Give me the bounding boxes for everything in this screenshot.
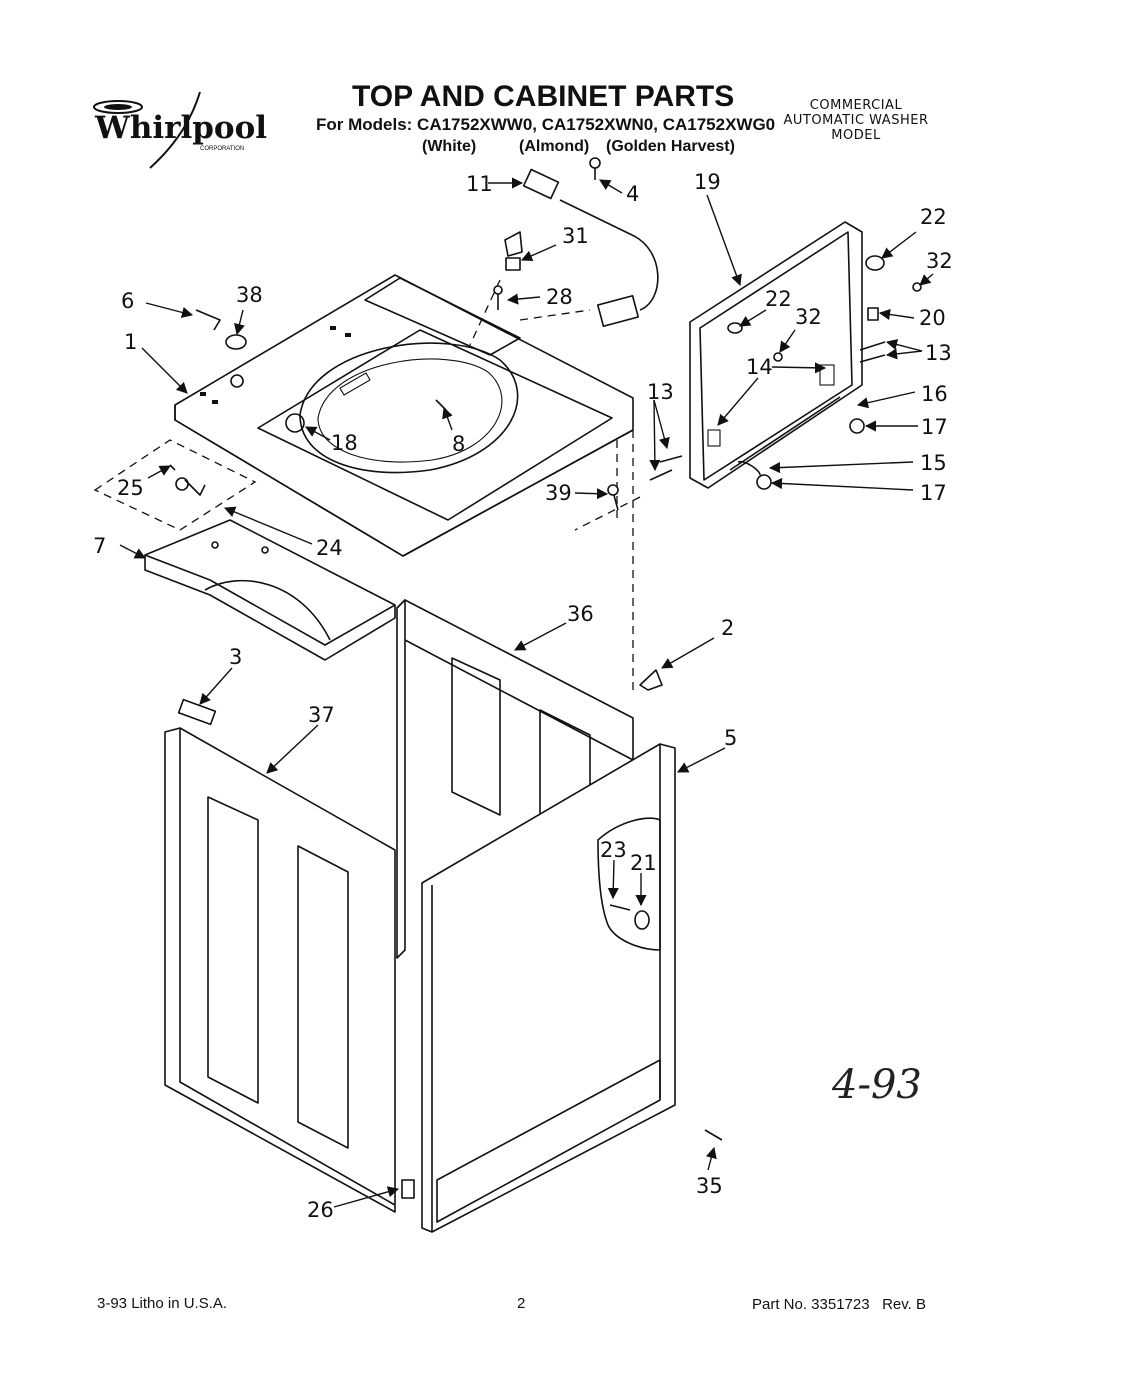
- cabinet-side-37: [164, 698, 396, 1213]
- callout-7: 7: [93, 534, 106, 558]
- cabinet-rear-36: [396, 599, 634, 959]
- callout-32-left: 32: [795, 305, 822, 329]
- models-line: For Models: CA1752XWW0, CA1752XWN0, CA17…: [316, 115, 775, 134]
- callout-26: 26: [307, 1198, 334, 1222]
- top-assembly: [174, 274, 641, 690]
- callout-1: 1: [124, 330, 137, 354]
- callout-21: 21: [630, 851, 657, 875]
- callout-23: 23: [600, 838, 627, 862]
- footer-part-number: Part No. 3351723 Rev. B: [752, 1296, 926, 1313]
- baffle-7: [144, 519, 396, 661]
- model-type-line-1: COMMERCIAL: [810, 98, 903, 113]
- callout-14: 14: [746, 355, 773, 379]
- callout-38: 38: [236, 283, 263, 307]
- callout-4: 4: [626, 182, 639, 206]
- callout-15: 15: [920, 451, 947, 475]
- brand-wordmark: Whirlpool: [94, 110, 267, 146]
- callout-36: 36: [567, 602, 594, 626]
- variant-golden-harvest: (Golden Harvest): [606, 138, 735, 155]
- page-title: TOP AND CABINET PARTS: [352, 80, 734, 113]
- callout-24: 24: [316, 536, 343, 560]
- cabinet-front-5: [401, 669, 723, 1233]
- callout-25: 25: [117, 476, 144, 500]
- callout-leaders: [119, 177, 934, 1208]
- callout-labels: 11 4 19 22 32 31 28 6 38 1 22 32 20 13 1…: [93, 170, 953, 1222]
- callout-31: 31: [562, 224, 589, 248]
- variant-almond: (Almond): [519, 138, 589, 155]
- callout-5: 5: [724, 726, 737, 750]
- callout-16: 16: [921, 382, 948, 406]
- callout-13-right: 13: [925, 341, 952, 365]
- callout-2: 2: [721, 616, 734, 640]
- footer-litho: 3-93 Litho in U.S.A.: [97, 1295, 227, 1312]
- callout-39: 39: [545, 481, 572, 505]
- whirlpool-logo: Whirlpool CORPORATION: [93, 91, 267, 169]
- callout-18: 18: [331, 431, 358, 455]
- callout-22-left: 22: [765, 287, 792, 311]
- callout-17-upper: 17: [921, 415, 948, 439]
- variant-white: (White): [422, 138, 476, 155]
- callout-6: 6: [121, 289, 134, 313]
- brand-subtitle: CORPORATION: [200, 146, 244, 152]
- footer-page-number: 2: [517, 1295, 525, 1312]
- model-type-line-3: MODEL: [831, 128, 881, 143]
- model-type-line-2: AUTOMATIC WASHER: [784, 113, 929, 128]
- callout-20: 20: [919, 306, 946, 330]
- lid-frame-19: [649, 221, 922, 490]
- callout-22-right: 22: [920, 205, 947, 229]
- callout-8: 8: [452, 432, 465, 456]
- callout-17-lower: 17: [920, 481, 947, 505]
- callout-11: 11: [466, 172, 493, 196]
- lid-switch-assembly: [522, 157, 659, 328]
- callout-35: 35: [696, 1174, 723, 1198]
- callout-28: 28: [546, 285, 573, 309]
- callout-19: 19: [694, 170, 721, 194]
- callout-3: 3: [229, 645, 242, 669]
- callout-37: 37: [308, 703, 335, 727]
- callout-13-left: 13: [647, 380, 674, 404]
- callout-32-right: 32: [926, 249, 953, 273]
- handwritten-note: 4-93: [831, 1062, 922, 1108]
